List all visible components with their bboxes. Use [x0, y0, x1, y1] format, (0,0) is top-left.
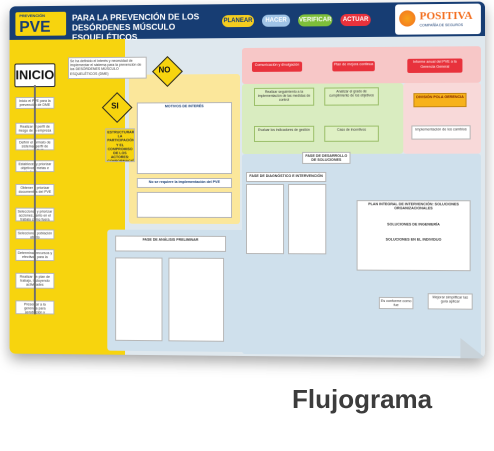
question-box: Se ha definido el interés y necesidad de…: [68, 56, 147, 80]
fase-inicial-box: FASE DE ANÁLISIS PRELIMINAR: [115, 235, 227, 252]
pve-badge: PREVENCIÓN PVE: [15, 11, 67, 36]
division-box: DIVISIÓN POLA GERENCIA: [413, 92, 467, 108]
implementacion-box: Implementación de los cambios: [411, 125, 471, 140]
start-box: INICIO: [14, 63, 56, 88]
diag-box-2: [288, 184, 327, 255]
verify-box-4: Caso de incentivos: [324, 125, 379, 142]
informe-anual-box: Informe anual del PVE a la Gerencia Gene…: [407, 58, 463, 73]
mejorar-box: Mejorar simplificar las guía aplicar: [427, 293, 473, 310]
soluciones-individuo: SOLUCIONES EN EL INDIVIDUO: [385, 237, 442, 242]
fase-inicial-title: FASE DE ANÁLISIS PRELIMINAR: [142, 237, 199, 242]
evaluacion-condiciones-box: [168, 257, 225, 342]
sun-icon: [399, 10, 416, 27]
medidas-box: [136, 191, 233, 218]
verify-box-2: Analizar el grado de cumplimiento de los…: [324, 87, 379, 106]
comunicacion-box: Comunicación y divulgación: [251, 61, 303, 72]
step-verificar: VERIFICAR: [298, 14, 333, 27]
title-line-1: PARA LA PREVENCIÓN DE LOS: [71, 11, 200, 23]
logo-sub: COMPAÑÍA DE SEGUROS: [419, 23, 463, 28]
soluciones-ingenieria: SOLUCIONES DE INGENIERÍA: [387, 222, 440, 227]
step-actuar: ACTUAR: [340, 13, 371, 27]
left-connector: [33, 85, 36, 315]
mejora-continua-box: Plan de mejora continua: [332, 61, 375, 72]
estructurar-box: ESTRUCTURAR LA PARTICIPACIÓN Y EL COMPRO…: [105, 128, 135, 163]
si-label: SI: [111, 101, 119, 111]
positiva-logo: POSITIVA COMPAÑÍA DE SEGUROS: [395, 3, 481, 35]
plan-integral-box: PLAN INTEGRAL DE INTERVENCIÓN: SOLUCIONE…: [356, 200, 471, 272]
no-label: NO: [158, 65, 171, 75]
fase-diag-title: FASE DE DIAGNÓSTICO E INTERVENCIÓN: [245, 171, 327, 183]
step-planear: PLANEAR: [222, 14, 254, 28]
flowchart-poster: PREVENCIÓN PVE PARA LA PREVENCIÓN DE LOS…: [9, 1, 486, 359]
no-implement-box: No se requiere la implementación del PVE: [136, 178, 233, 188]
step-hacer: HACER: [261, 14, 291, 27]
fase-desarrollo-box: FASE DE DESARROLLO DE SOLUCIONES: [302, 151, 351, 164]
verify-box-3: Evaluar los indicadores de gestión: [253, 125, 315, 142]
plan-integral-title: PLAN INTEGRAL DE INTERVENCIÓN: SOLUCIONE…: [368, 202, 459, 211]
brand-pve: PVE: [19, 18, 51, 36]
motivos-title: MOTIVOS DE INTERÉS: [164, 104, 204, 109]
poster-header: PREVENCIÓN PVE PARA LA PREVENCIÓN DE LOS…: [9, 1, 486, 42]
logo-name: POSITIVA: [419, 9, 473, 23]
conforme-box: Es conforme como fue: [378, 296, 414, 310]
verify-box-1: Realizar seguimiento a la implementación…: [253, 87, 315, 106]
diag-box-1: [245, 184, 285, 255]
page-curl: [460, 337, 486, 359]
brand-small: PREVENCIÓN: [19, 12, 46, 19]
evaluacion-demandas-box: [115, 257, 163, 342]
poster-title: PARA LA PREVENCIÓN DE LOS DESÓRDENES MÚS…: [72, 11, 210, 42]
motivos-box: MOTIVOS DE INTERÉS: [136, 102, 233, 175]
caption: Flujograma: [292, 384, 433, 414]
